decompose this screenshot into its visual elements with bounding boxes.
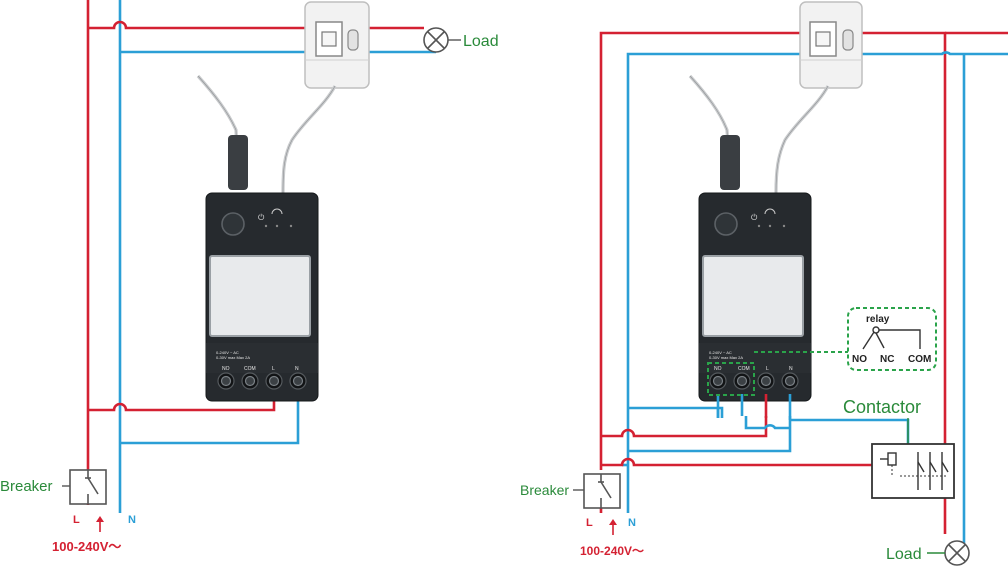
svg-text:NO: NO: [714, 366, 722, 372]
current-clamp-icon: [304, 1, 370, 89]
wifi-icon: ⏻: [258, 208, 293, 228]
svg-text:NO: NO: [222, 366, 230, 372]
relay-no-label: NO: [852, 354, 867, 365]
contactor-label: Contactor: [843, 397, 921, 417]
left-neutral-to-terminal-n: [120, 394, 300, 445]
right-load-label: Load: [886, 546, 922, 563]
svg-text:0-240V ~ AC: 0-240V ~ AC: [709, 350, 732, 355]
power-button-icon: [221, 212, 245, 236]
relay-terminal-highlight: [707, 362, 755, 396]
right-breaker-label: Breaker: [520, 482, 569, 498]
svg-text:⏻: ⏻: [258, 213, 265, 222]
left-voltage-label: 100-240V～: [52, 539, 121, 554]
contactor-icon: [871, 443, 955, 499]
right-smart-switch: ⏻ 0-240V ~ AC 0-30V max Max 2A NO COM L …: [698, 192, 812, 402]
svg-text:COM: COM: [738, 366, 750, 372]
left-load-label: Load: [463, 33, 499, 50]
left-breaker-label: Breaker: [0, 478, 53, 495]
right-live-bus: [599, 31, 947, 534]
right-live-to-terminal-l: [601, 416, 768, 438]
relay-callout: relay NO NC COM: [847, 307, 937, 371]
relay-nc-label: NC: [880, 354, 894, 365]
svg-text:L: L: [766, 366, 769, 372]
right-diagram: ⏻ 0-240V ~ AC 0-30V max Max 2A NO COM L …: [520, 1, 1008, 566]
left-n-label: N: [128, 514, 136, 526]
lamp-icon: [944, 540, 970, 566]
svg-text:N: N: [295, 366, 299, 372]
left-diagram: Load ⏻ 0-240V ~ AC 0-30V max Max 2A NO C…: [0, 0, 499, 554]
svg-text:0-240V ~ AC: 0-240V ~ AC: [216, 350, 239, 355]
svg-text:0-30V max Max 2A: 0-30V max Max 2A: [216, 355, 250, 360]
svg-text:⏻: ⏻: [751, 213, 758, 222]
left-live-to-terminal-l: [88, 394, 276, 412]
breaker-icon: [583, 473, 621, 509]
lamp-icon: [423, 27, 449, 53]
breaker-icon: [69, 469, 107, 505]
right-n-label: N: [628, 517, 636, 529]
relay-com-label: COM: [908, 354, 931, 365]
wifi-icon: ⏻: [751, 208, 786, 228]
relay-icon: [862, 326, 921, 350]
right-l-label: L: [586, 517, 593, 529]
relay-title: relay: [866, 314, 890, 325]
current-clamp-icon: [799, 1, 863, 89]
left-smart-switch: ⏻ 0-240V ~ AC 0-30V max Max 2A NO COM L …: [205, 192, 319, 402]
svg-text:0-30V max Max 2A: 0-30V max Max 2A: [709, 355, 743, 360]
left-live-to-load: [88, 20, 424, 30]
power-button-icon: [714, 212, 738, 236]
right-voltage-label: 100-240V～: [580, 544, 644, 558]
svg-text:COM: COM: [244, 366, 256, 372]
svg-text:L: L: [272, 366, 275, 372]
svg-text:N: N: [789, 366, 793, 372]
left-l-label: L: [73, 514, 80, 526]
